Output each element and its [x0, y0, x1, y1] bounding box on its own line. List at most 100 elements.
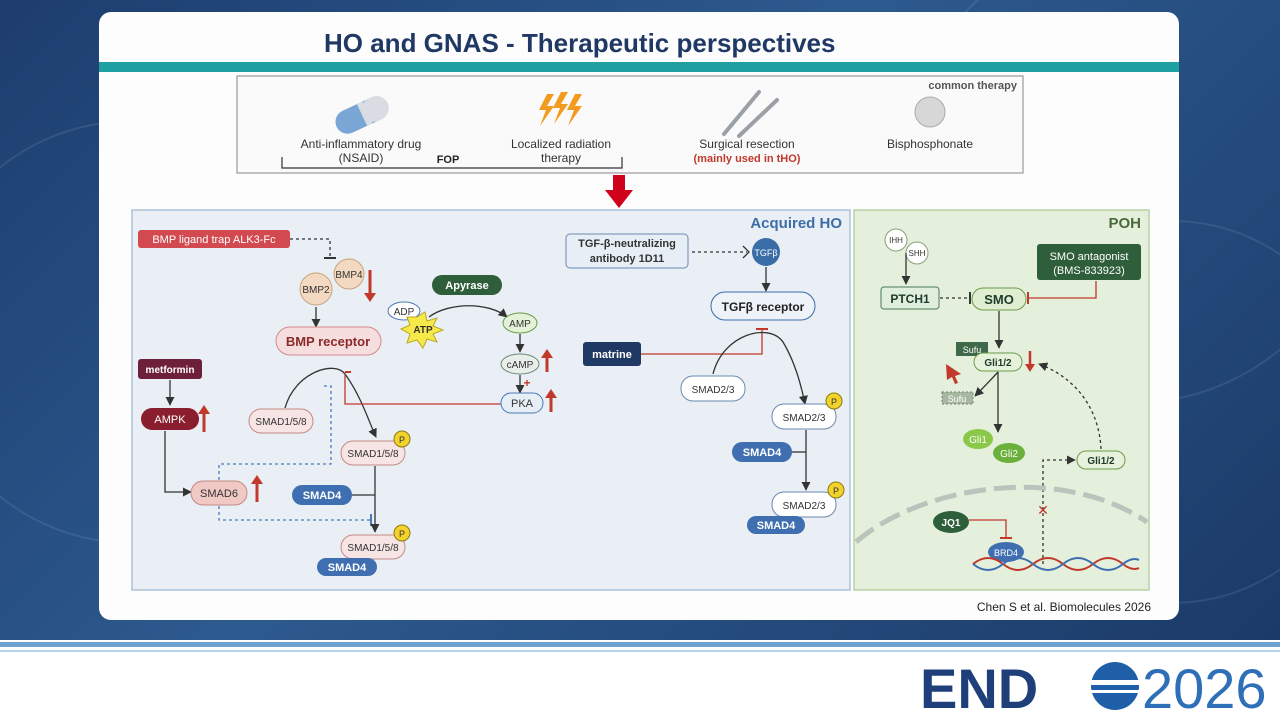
matrine-label: matrine — [592, 349, 632, 361]
smad23-label-c: SMAD2/3 — [783, 501, 826, 512]
adp-node — [387, 301, 421, 321]
smad23-label-b: SMAD2/3 — [783, 413, 826, 424]
smad23-label-a: SMAD2/3 — [692, 385, 735, 396]
endo-2026-logo: END 2026 — [920, 657, 1267, 718]
metformin-node — [138, 359, 202, 379]
gli2-node — [993, 443, 1025, 463]
bmp-receptor-curve — [284, 367, 377, 438]
title-accent-bar — [99, 62, 1179, 72]
smo-antagonist-label-line2: (BMS-833923) — [1053, 265, 1125, 277]
metformin-label: metformin — [146, 365, 195, 376]
bmp-ligand-trap-label: BMP ligand trap ALK3-Fc — [152, 234, 276, 246]
smad4-label-a: SMAD4 — [303, 490, 342, 502]
smo-label: SMO — [984, 292, 1014, 307]
surgery-label-line1: Surgical resection — [699, 137, 794, 151]
tgfb-receptor-curve — [712, 332, 808, 405]
ampk-label: AMPK — [154, 414, 186, 426]
gli1-node — [963, 429, 993, 449]
smad4-label-c: SMAD4 — [743, 447, 782, 459]
bisphosphonate-label: Bisphosphonate — [887, 137, 973, 151]
citation: Chen S et al. Biomolecules 2026 — [976, 600, 1151, 614]
smo-antagonist-node — [1037, 244, 1141, 280]
bmp2-label: BMP2 — [302, 285, 330, 296]
footer-line-thin — [0, 650, 1280, 652]
slide-card: HO and GNAS - Therapeutic perspectives c… — [99, 12, 1179, 620]
smad4-label-d: SMAD4 — [757, 520, 796, 532]
amp-label: AMP — [509, 319, 531, 330]
smad4-node-a — [292, 485, 352, 505]
nuclear-membrane — [854, 484, 1149, 544]
smad158-label-b: SMAD1/5/8 — [347, 449, 399, 460]
radiation-label-line2: therapy — [541, 151, 581, 165]
brd4-node — [988, 542, 1024, 562]
sufu-node-a — [956, 342, 988, 356]
bmp-trap-inhibit-line — [290, 238, 331, 256]
matrine-node — [583, 342, 641, 366]
sufu-label-a: Sufu — [963, 345, 982, 355]
gli12-node-a — [973, 352, 1023, 372]
scalpel-icon — [722, 90, 779, 138]
mouse-cursor-icon — [946, 364, 961, 384]
smad6-label: SMAD6 — [200, 488, 238, 500]
gli1-label: Gli1 — [969, 435, 987, 446]
bmp2-node — [299, 272, 333, 306]
bmp-receptor-label: BMP receptor — [286, 334, 370, 349]
bmp-ligand-trap — [138, 230, 290, 248]
adp-label: ADP — [394, 307, 415, 318]
smad23-node-b — [771, 403, 837, 430]
apyrase-label: Apyrase — [445, 280, 488, 292]
radiation-label-line1: Localized radiation — [511, 137, 611, 151]
smad6-node — [190, 480, 248, 506]
smad4-node-b — [317, 558, 377, 576]
smad4-node-c — [732, 442, 792, 462]
camp-label: cAMP — [507, 360, 534, 371]
smad158-node-b — [340, 440, 406, 466]
svg-text:P: P — [399, 435, 405, 445]
atp-burst — [399, 311, 445, 349]
pka-node — [500, 392, 544, 414]
gli12-label-a: Gli1/2 — [984, 358, 1012, 369]
down-arrow-icon — [605, 175, 633, 208]
jq1-label: JQ1 — [942, 518, 961, 529]
surgery-label-line2: (mainly used in tHO) — [694, 153, 801, 165]
smad6-up-arrow-icon — [251, 475, 263, 502]
svg-text:P: P — [833, 486, 839, 496]
lightning-icon — [539, 92, 582, 126]
common-therapy-label: common therapy — [928, 80, 1018, 92]
brd4-label: BRD4 — [994, 548, 1018, 558]
tgfb-antibody-node — [565, 233, 689, 269]
tablet-icon — [914, 96, 946, 128]
nsaid-label-line1: Anti-inflammatory drug — [301, 137, 422, 151]
tgfb-node — [752, 238, 780, 266]
footer-band — [0, 640, 1280, 720]
pka-up-arrow-icon — [545, 389, 557, 412]
nsaid-label-line2: (NSAID) — [339, 151, 384, 165]
gli2-label: Gli2 — [1000, 449, 1018, 460]
ptch1-label: PTCH1 — [890, 292, 930, 306]
atp-label: ATP — [413, 325, 433, 336]
apyrase-node — [432, 275, 502, 295]
phospho-badge-4 — [827, 481, 845, 499]
slide-title: HO and GNAS - Therapeutic perspectives — [324, 28, 836, 58]
fop-label: FOP — [437, 154, 460, 166]
tgfb-label: TGFβ — [754, 248, 777, 258]
smad158-node-c — [340, 534, 406, 560]
smad158-node-a — [248, 408, 314, 434]
amp-node — [502, 312, 538, 334]
sufu-label-b: Sufu — [948, 394, 967, 404]
ihh-node — [884, 228, 908, 252]
smo-node — [971, 287, 1027, 311]
camp-up-arrow-icon — [541, 349, 553, 372]
ampk-node — [141, 408, 199, 430]
smo-antagonist-label-line1: SMO antagonist — [1050, 251, 1129, 263]
pill-capsule-icon — [335, 96, 389, 134]
smad4-node-d — [747, 516, 805, 534]
svg-text:P: P — [831, 397, 837, 407]
poh-title: POH — [1108, 215, 1141, 232]
tgfb-receptor — [710, 291, 816, 321]
gli12-label-b: Gli1/2 — [1087, 456, 1115, 467]
acquired-ho-panel — [131, 209, 851, 591]
tgfb-antibody-label-line2: antibody 1D11 — [590, 253, 665, 265]
camp-node — [500, 353, 540, 375]
footer-line — [0, 642, 1280, 647]
